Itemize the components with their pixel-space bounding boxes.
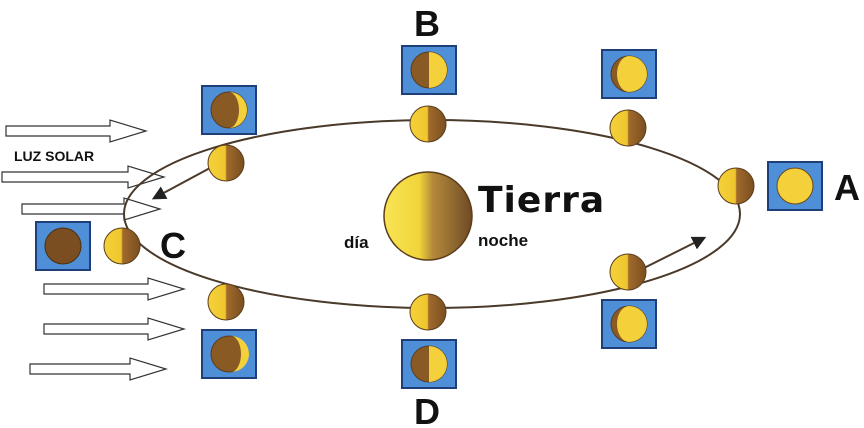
sunlight-arrow	[21, 197, 163, 221]
phase-box-waxing-gibbous	[601, 49, 657, 99]
sunlight-arrow	[5, 119, 149, 143]
phase-box-waning-crescent	[201, 329, 257, 379]
phase-box-waxing-crescent	[201, 85, 257, 135]
earth	[383, 171, 473, 261]
phase-box-d	[401, 339, 457, 389]
phase-boxes	[35, 45, 823, 389]
sunlight-arrows	[1, 119, 187, 381]
phase-box-waning-gibbous	[601, 299, 657, 349]
phase-box-c	[35, 221, 91, 271]
orbit-direction-arrow	[151, 167, 211, 200]
orbit-moon	[207, 144, 245, 182]
position-label-c: C	[160, 225, 186, 266]
orbit-moons	[103, 105, 755, 331]
orbit-moon	[717, 167, 755, 205]
first-quarter-moon-icon	[429, 52, 447, 88]
sunlight-arrow	[43, 277, 187, 301]
phase-box-b	[401, 45, 457, 95]
orbit-moon	[207, 283, 245, 321]
sunlight-arrow	[29, 357, 169, 381]
orbit-direction-arrow	[639, 236, 707, 271]
orbit-moon	[609, 253, 647, 291]
phase-box-a	[767, 161, 823, 211]
position-label-d: D	[414, 391, 440, 428]
waxing-crescent-moon-icon	[229, 92, 247, 128]
position-label-b: B	[414, 3, 440, 44]
third-quarter-moon-icon	[429, 346, 447, 382]
earth-day-label: día	[344, 233, 369, 252]
earth-night-label: noche	[478, 231, 528, 250]
full-moon-icon	[776, 167, 814, 205]
waning-gibbous-moon-icon	[617, 306, 647, 342]
position-label-a: A	[834, 167, 860, 208]
new-moon-icon	[44, 227, 82, 265]
orbit-moon	[103, 227, 141, 265]
orbit-moon	[609, 109, 647, 147]
sunlight-arrow	[1, 165, 167, 189]
waning-crescent-moon-icon	[231, 336, 249, 372]
orbit-moon	[409, 293, 447, 331]
sunlight-arrow	[43, 317, 187, 341]
earth-title: Tierra	[478, 180, 605, 221]
waxing-gibbous-moon-icon	[617, 56, 647, 92]
orbit-moon	[409, 105, 447, 143]
sunlight-label: LUZ SOLAR	[14, 148, 94, 164]
